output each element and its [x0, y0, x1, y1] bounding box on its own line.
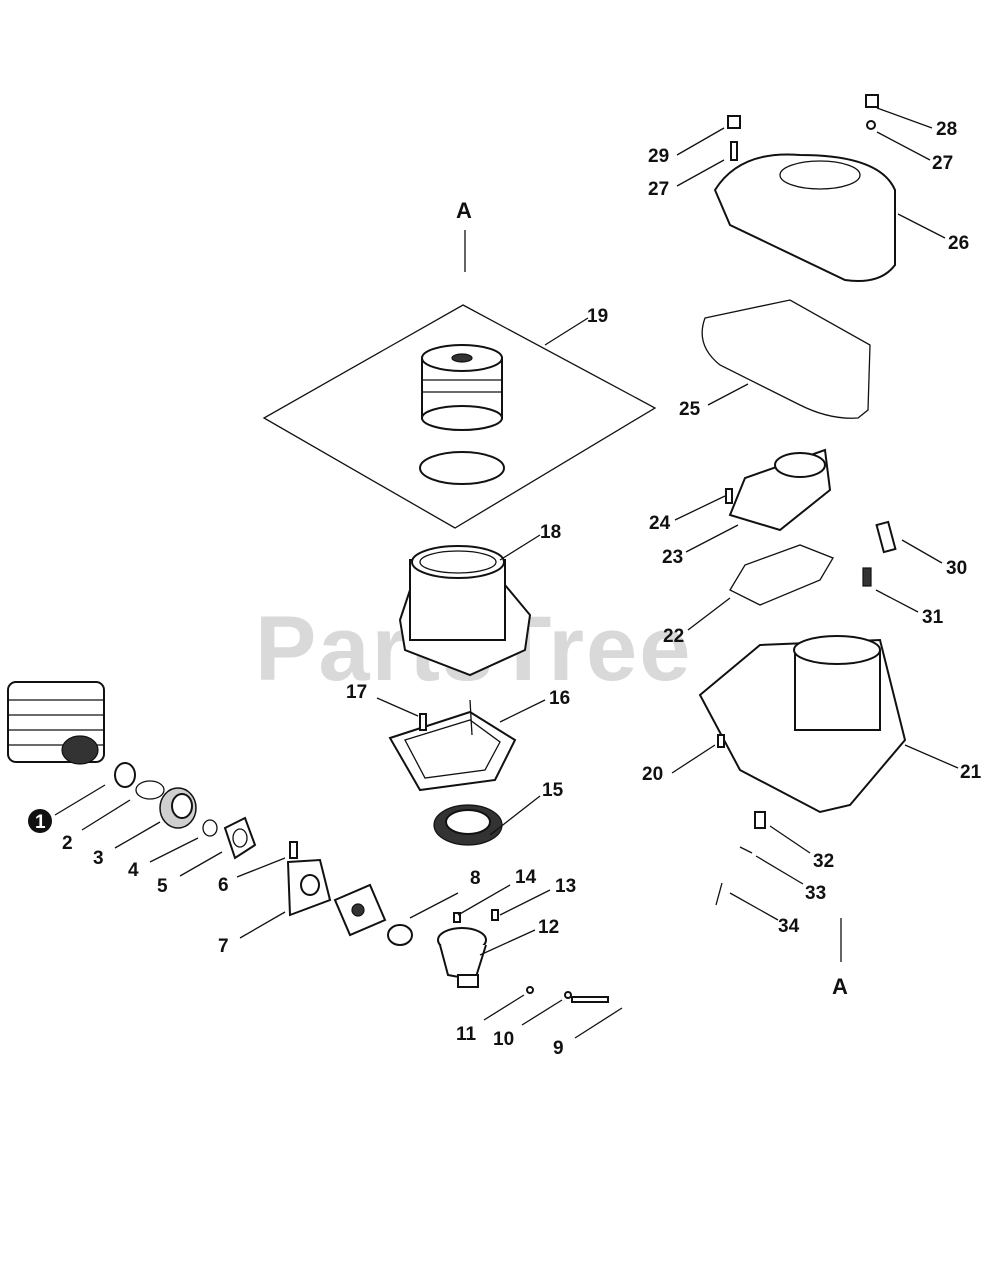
- callout-1-marker: [28, 809, 52, 833]
- callout-8: 8: [470, 868, 481, 889]
- part-23-intake: [728, 448, 832, 532]
- part-9-bolt: [571, 996, 609, 1003]
- callout-34: 34: [778, 916, 800, 937]
- callout-30: 30: [946, 558, 967, 579]
- callout-24: 24: [649, 513, 671, 534]
- callout-6: 6: [218, 875, 229, 896]
- part-30-sleeve: [875, 520, 897, 554]
- callout-10: 10: [493, 1029, 514, 1050]
- section-mark-top: A: [456, 198, 472, 272]
- part-32-sleeve: [754, 811, 766, 829]
- callout-21: 21: [960, 762, 982, 783]
- callout-18: 18: [540, 522, 561, 543]
- part-10-washer: [564, 991, 572, 999]
- callout-22: 22: [663, 626, 684, 647]
- callout-13: 13: [555, 876, 576, 897]
- callout-1: 1: [35, 812, 46, 833]
- part-18-shroud: [398, 545, 532, 677]
- callout-33: 33: [805, 883, 826, 904]
- callout-9: 9: [553, 1038, 564, 1059]
- callout-15: 15: [542, 780, 564, 801]
- callout-32: 32: [813, 851, 834, 872]
- part-21-housing: [698, 635, 907, 814]
- part-20-pin: [717, 734, 725, 748]
- callout-28: 28: [936, 119, 957, 140]
- callout-5: 5: [157, 876, 168, 897]
- section-mark-bottom: A: [832, 918, 848, 999]
- section-mark-top-label: A: [456, 198, 472, 223]
- part-8-gasket: [387, 924, 413, 946]
- callout-27-left: 27: [648, 179, 669, 200]
- callout-19: 19: [587, 306, 608, 327]
- part-26-cover: [713, 153, 896, 282]
- part-3-clamp: [135, 780, 165, 800]
- part-16-frame: [388, 699, 517, 792]
- callout-20: 20: [642, 764, 663, 785]
- callout-12: 12: [538, 917, 559, 938]
- part-17-bolt: [419, 713, 427, 731]
- part-25-gasket: [701, 299, 871, 419]
- callout-27-right: 27: [932, 153, 953, 174]
- callout-26: 26: [948, 233, 969, 254]
- callout-17: 17: [346, 682, 367, 703]
- part-19-kit: [262, 304, 657, 529]
- part-22-gasket: [729, 544, 834, 606]
- callout-25: 25: [679, 399, 701, 420]
- part-4-insulator: [159, 787, 197, 829]
- part-2-spacer: [114, 762, 136, 788]
- callout-31: 31: [922, 607, 944, 628]
- part-34-bolt: [715, 882, 723, 906]
- part-28-nut: [865, 94, 879, 108]
- callout-4: 4: [128, 860, 139, 881]
- part-31-spring: [862, 567, 872, 587]
- section-mark-bottom-label: A: [832, 974, 848, 999]
- part-6-gasket: [223, 816, 257, 860]
- part-29-nut: [727, 115, 741, 129]
- part-11-washer: [526, 986, 534, 994]
- callout-29: 29: [648, 146, 669, 167]
- callout-14: 14: [515, 867, 537, 888]
- part-14-screw: [453, 912, 461, 923]
- part-15-seal: [433, 804, 503, 846]
- part-24-screw: [725, 488, 733, 504]
- callout-2: 2: [62, 833, 73, 854]
- part-27-screw-right: [866, 120, 876, 130]
- part-13-screw: [491, 909, 499, 921]
- part-33-pin: [739, 846, 753, 854]
- part-27-screw-left: [730, 141, 738, 161]
- callout-11: 11: [456, 1024, 477, 1045]
- callout-3: 3: [93, 848, 104, 869]
- part-5-oring: [202, 819, 218, 837]
- carburetor: [333, 883, 387, 937]
- callout-7: 7: [218, 936, 229, 957]
- callout-16: 16: [549, 688, 570, 709]
- part-12-base: [437, 927, 487, 988]
- part-7-adapter: [286, 841, 332, 917]
- part-1-cylinder: [7, 681, 105, 765]
- leader-lines: [54, 107, 959, 1039]
- callout-23: 23: [662, 547, 683, 568]
